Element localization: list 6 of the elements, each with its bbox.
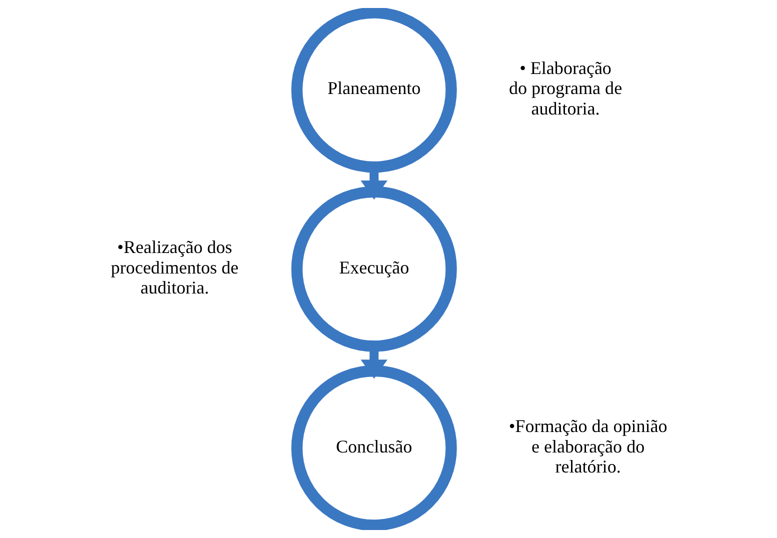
node-label: •Formação da opinião e elaboração do relatório.	[508, 416, 667, 477]
node-circle: Execução	[290, 186, 456, 352]
node-circle: Planeamento	[290, 8, 456, 173]
node-label: • Elaboração do programa de auditoria.	[508, 58, 622, 118]
node-label: •Realização dos procedimentos de auditoria.	[110, 237, 238, 298]
node-circle: Conclusão	[290, 365, 456, 530]
